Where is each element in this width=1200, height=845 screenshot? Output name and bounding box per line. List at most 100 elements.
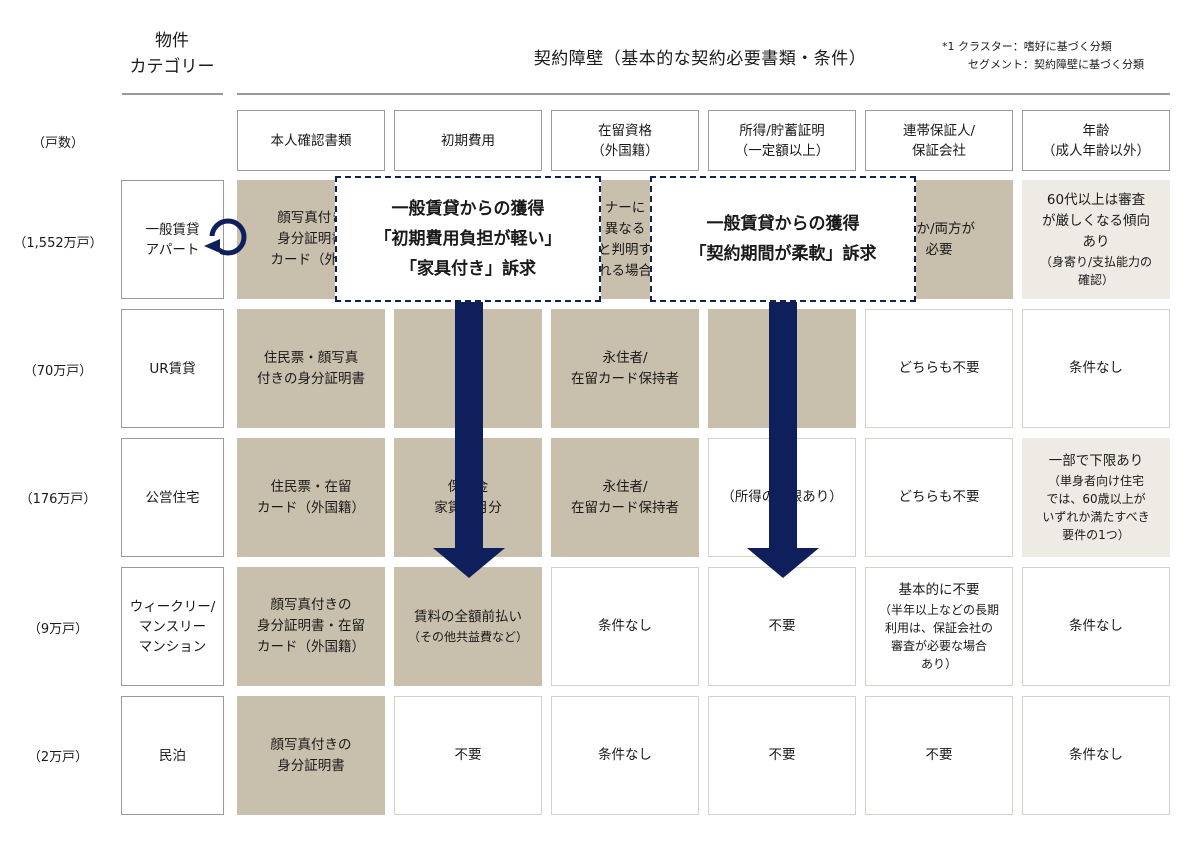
grid-cell: 条件なし (1022, 309, 1170, 428)
callout-line: 「初期費用負担が軽い」 (374, 229, 562, 249)
grid-cell: 不要 (708, 696, 856, 815)
cycle-icon (204, 218, 247, 256)
cell-text: 条件なし (598, 747, 652, 763)
cell-text: どちらも不要 (898, 360, 980, 376)
cell-content: 基本的に不要 （半年以上などの長期 利用は、保証会社の 審査が必要な場合 あり） (879, 580, 999, 673)
callout-line: 「契約期間が柔軟」訴求 (689, 244, 877, 264)
callout-line: 一般賃貸からの獲得 (391, 199, 545, 219)
cell-content: 顔写真付き 身分証明書 カード（外国 (271, 208, 352, 271)
grid-cell: 基本的に不要 （半年以上などの長期 利用は、保証会社の 審査が必要な場合 あり） (865, 567, 1013, 686)
cell-content: 不要 (455, 745, 482, 766)
cell-text: 顔写真付きの 身分証明書 (270, 736, 352, 774)
cell-content: 不要 (769, 616, 796, 637)
grid-cell: 住民票・在留 カード（外国籍） (237, 438, 385, 557)
row-count: （1,552万戸） (13, 236, 103, 251)
column-header-income-proof: 所得/貯蓄証明 （一定額以上） (708, 110, 856, 171)
grid-cell: 条件なし (551, 567, 699, 686)
cell-content: 住民票・在留 カード（外国籍） (257, 477, 365, 519)
cell-text: 条件なし (1069, 618, 1123, 634)
callout-contract-period: 一般賃貸からの獲得 「契約期間が柔軟」訴求 (650, 176, 916, 302)
footnote-line-1: *1 クラスター：嗜好に基づく分類 (942, 40, 1112, 53)
grid-cell: どちらも不要 (865, 438, 1013, 557)
grid-cell: 不要 (394, 696, 542, 815)
category-cell: UR賃貸 (121, 309, 224, 428)
category-header-line-2: カテゴリー (129, 57, 215, 77)
cell-content: 条件なし (1069, 616, 1123, 637)
grid-cell: 賃料の全額前払い（その他共益費など） (394, 567, 542, 686)
cell-text: 顔写真付き 身分証明書 カード（外国 (270, 210, 352, 268)
category-header-line-1: 物件 (155, 31, 189, 51)
row-count: （2万戸） (27, 750, 89, 765)
callout-initial-cost: 一般賃貸からの獲得 「初期費用負担が軽い」 「家具付き」訴求 (335, 176, 601, 302)
cell-text: 永住者/ 在留カード保持者 (571, 478, 679, 516)
arrow-down-icon (433, 548, 505, 578)
cell-content: 条件なし (598, 616, 652, 637)
cell-subtext: （単身者向け住宅 では、60歳以上が いずれか満たすべき 要件の1つ） (1042, 474, 1150, 542)
cell-text: 賃料の全額前払い (413, 609, 522, 625)
grid-cell: 永住者/ 在留カード保持者 (551, 309, 699, 428)
arrow-left-shaft (455, 302, 483, 550)
column-header-age: 年齢 （成人年齢以外） (1022, 110, 1170, 171)
grid-cell: 顔写真付きの 身分証明書 (237, 696, 385, 815)
cell-content: どちらも不要 (899, 487, 980, 508)
grid-cell: 条件なし (551, 696, 699, 815)
cell-content: 60代以上は審査 が厳しくなる傾向 あり（身寄り/支払能力の 確認） (1040, 190, 1152, 289)
cell-content: 一部で下限あり （単身者向け住宅 では、60歳以上が いずれか満たすべき 要件の1… (1042, 451, 1149, 544)
units-label: （戸数） (31, 136, 84, 151)
column-header-residence-status: 在留資格 （外国籍） (551, 110, 699, 171)
column-header-initial-cost: 初期費用 (394, 110, 542, 171)
cell-content: 顔写真付きの 身分証明書 (271, 735, 352, 777)
callout-line: 「家具付き」訴求 (400, 259, 536, 279)
grid-cell: どちらも不要 (865, 309, 1013, 428)
cell-text: 条件なし (1069, 360, 1123, 376)
cell-text: 不要 (925, 747, 953, 763)
cell-content: 永住者/ 在留カード保持者 (571, 348, 679, 390)
cell-text: 不要 (454, 747, 482, 763)
cell-text: 住民票・在留 カード（外国籍） (257, 478, 365, 516)
row-count: （176万戸） (19, 492, 97, 507)
cell-text: どちらも不要 (898, 489, 980, 505)
category-cell: 公営住宅 (121, 438, 224, 557)
footnote-line-2: セグメント：契約障壁に基づく分類 (968, 58, 1144, 71)
grid-cell: 60代以上は審査 が厳しくなる傾向 あり（身寄り/支払能力の 確認） (1022, 180, 1170, 299)
cell-content: 不要 (926, 745, 953, 766)
footnote: *1 クラスター：嗜好に基づく分類 セグメント：契約障壁に基づく分類 (942, 38, 1144, 74)
cell-content: 住民票・顔写真 付きの身分証明書 (257, 348, 365, 390)
cell-text: 60代以上は審査 が厳しくなる傾向 あり (1041, 192, 1150, 250)
column-header-identity: 本人確認書類 (237, 110, 385, 171)
arrow-down-icon (747, 548, 819, 578)
column-header-guarantor: 連帯保証人/ 保証会社 (865, 110, 1013, 171)
cell-text: 条件なし (598, 618, 652, 634)
row-count: （70万戸） (23, 364, 93, 379)
cell-text: 基本的に不要 (898, 582, 980, 598)
grid-cell: 顔写真付きの 身分証明書・在留 カード（外国籍） (237, 567, 385, 686)
grid-cell: 不要 (865, 696, 1013, 815)
row-count: （9万戸） (27, 622, 89, 637)
grid-cell: 不要 (708, 567, 856, 686)
cell-text: 不要 (768, 747, 796, 763)
cell-text: 顔写真付きの 身分証明書・在留 カード（外国籍） (257, 597, 365, 655)
cell-content: 顔写真付きの 身分証明書・在留 カード（外国籍） (257, 595, 365, 658)
callout-line: 一般賃貸からの獲得 (706, 214, 860, 234)
cell-content: れか/両方が 必要 (903, 219, 975, 261)
cell-text: れか/両方が 必要 (902, 220, 976, 258)
cell-text: 一部で下限あり (1048, 453, 1144, 469)
arrow-right-shaft (769, 302, 797, 550)
cell-text: ナーに 異なる と判明す れる場合 (598, 199, 652, 279)
cell-subtext: （半年以上などの長期 利用は、保証会社の 審査が必要な場合 あり） (878, 603, 999, 671)
main-title-rule (237, 93, 1170, 95)
cell-content: 条件なし (1069, 745, 1123, 766)
cell-text: 条件なし (1069, 747, 1123, 763)
category-cell: ウィークリー/ マンスリー マンション (121, 567, 224, 686)
cell-content: 条件なし (598, 745, 652, 766)
cell-content: ナーに 異なる と判明す れる場合 (598, 198, 652, 282)
cell-text: 住民票・顔写真 付きの身分証明書 (257, 349, 365, 387)
cell-content: 賃料の全額前払い（その他共益費など） (408, 607, 528, 646)
cell-content: （所得の 限あり） (721, 487, 843, 508)
category-header: 物件 カテゴリー (118, 28, 226, 80)
grid-cell: 住民票・顔写真 付きの身分証明書 (237, 309, 385, 428)
cell-text: 不要 (768, 618, 796, 634)
grid-cell: 条件なし (1022, 567, 1170, 686)
grid-cell: 一部で下限あり （単身者向け住宅 では、60歳以上が いずれか満たすべき 要件の1… (1022, 438, 1170, 557)
grid-cell: 永住者/ 在留カード保持者 (551, 438, 699, 557)
